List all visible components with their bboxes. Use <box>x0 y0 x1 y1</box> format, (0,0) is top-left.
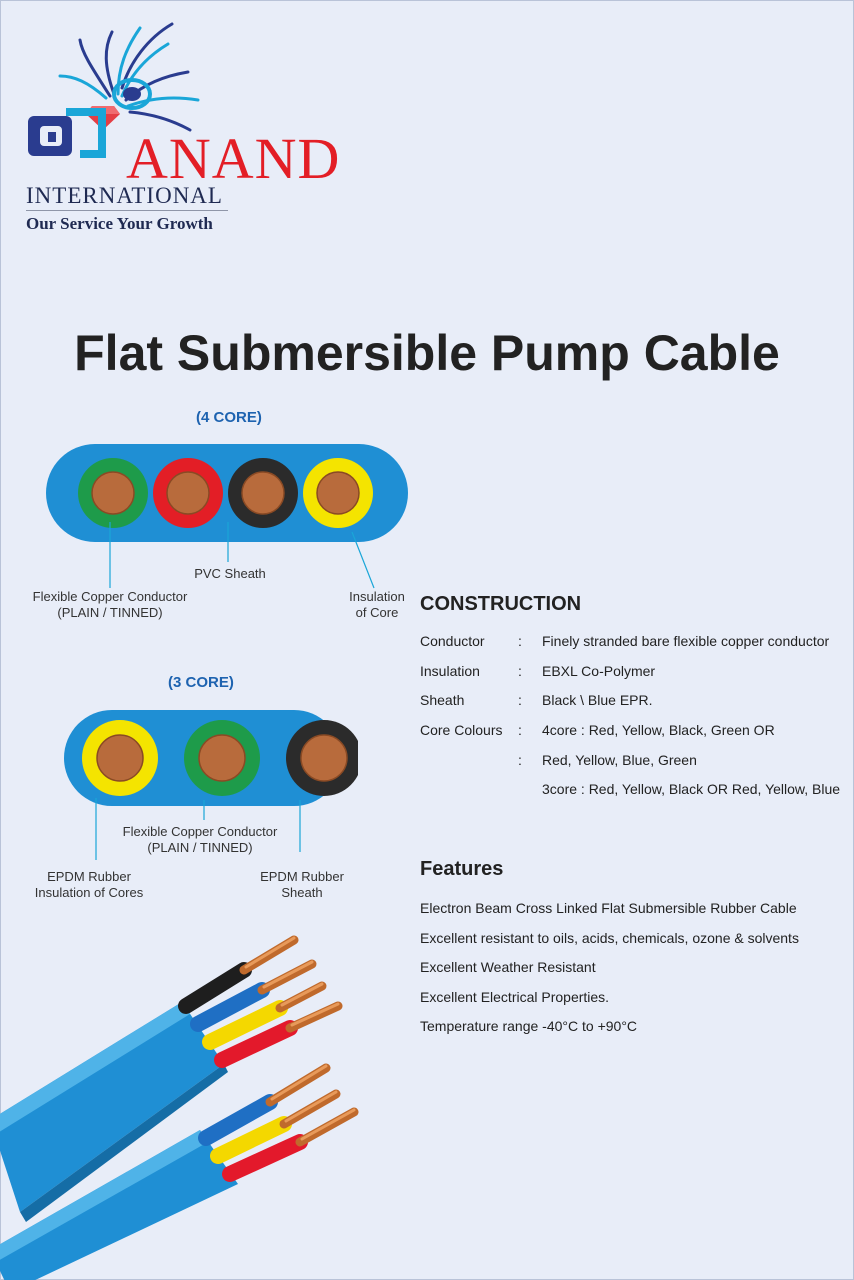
feature-item: Excellent resistant to oils, acids, chem… <box>420 929 799 946</box>
construction-row-value: Finely stranded bare flexible copper con… <box>542 633 830 649</box>
four-copper-conductor-3 <box>241 471 285 515</box>
feature-item: Excellent Electrical Properties. <box>420 988 610 1005</box>
feature-item: Electron Beam Cross Linked Flat Submersi… <box>420 900 797 916</box>
construction-row-value: Red, Yellow, Blue, Green <box>542 752 697 768</box>
feature-item: Temperature range -40°C to +90°C <box>420 1018 638 1035</box>
construction-row-value: 4core : Red, Yellow, Black, Green OR <box>542 722 775 738</box>
four-copper-conductor-1 <box>91 471 135 515</box>
three-copper-conductor-2 <box>198 734 246 782</box>
three-copper-conductor-3 <box>300 734 348 782</box>
page-title: Flat Submersible Pump Cable <box>74 325 780 381</box>
construction-row-colon: : <box>518 663 522 679</box>
construction-row-label: Conductor <box>420 633 485 649</box>
brand-name: ANAND <box>126 126 341 191</box>
three-copper-conductor-1 <box>96 734 144 782</box>
label-4core-insulation: Insulation of Core <box>349 589 405 620</box>
brand-tagline: Our Service Your Growth <box>26 214 213 233</box>
construction-row-label: Insulation <box>420 663 480 679</box>
construction-row-value: 3core : Red, Yellow, Black OR Red, Yello… <box>542 781 841 797</box>
label-4core-conductor: Flexible Copper Conductor (PLAIN / TINNE… <box>32 589 188 620</box>
construction-heading: CONSTRUCTION <box>420 593 582 615</box>
label-3core-insulation: EPDM Rubber Insulation of Cores <box>34 869 144 900</box>
diagram-4-core <box>46 444 408 589</box>
diagram-3-core <box>64 710 358 860</box>
four-copper-conductor-2 <box>166 471 210 515</box>
label-4core-sheath: PVC Sheath <box>194 566 266 581</box>
brand-divider <box>26 210 228 211</box>
construction-row-colon: : <box>518 722 522 738</box>
flat-cable-illustration <box>0 935 359 1280</box>
heading-4-core: (4 CORE) <box>196 409 262 426</box>
feature-item: Excellent Weather Resistant <box>420 959 596 976</box>
brand-logo: ANAND INTERNATIONAL Our Service Your Gro… <box>22 18 382 238</box>
construction-row-label: Core Colours <box>420 722 503 738</box>
heading-3-core: (3 CORE) <box>168 674 234 691</box>
label-3core-sheath: EPDM Rubber Sheath <box>260 869 344 900</box>
label-3core-conductor: Flexible Copper Conductor (PLAIN / TINNE… <box>122 824 278 855</box>
construction-row-label: Sheath <box>420 692 465 708</box>
construction-row-colon: : <box>518 752 522 768</box>
construction-row-colon: : <box>518 692 522 708</box>
four-copper-conductor-4 <box>316 471 360 515</box>
peacock-feather-logo-icon <box>28 22 200 158</box>
features-heading: Features <box>420 858 504 880</box>
construction-row-value: Black \ Blue EPR. <box>542 692 653 708</box>
brand-subtitle: INTERNATIONAL <box>26 183 223 208</box>
construction-row-colon: : <box>518 633 522 649</box>
construction-row-value: EBXL Co-Polymer <box>542 663 656 679</box>
